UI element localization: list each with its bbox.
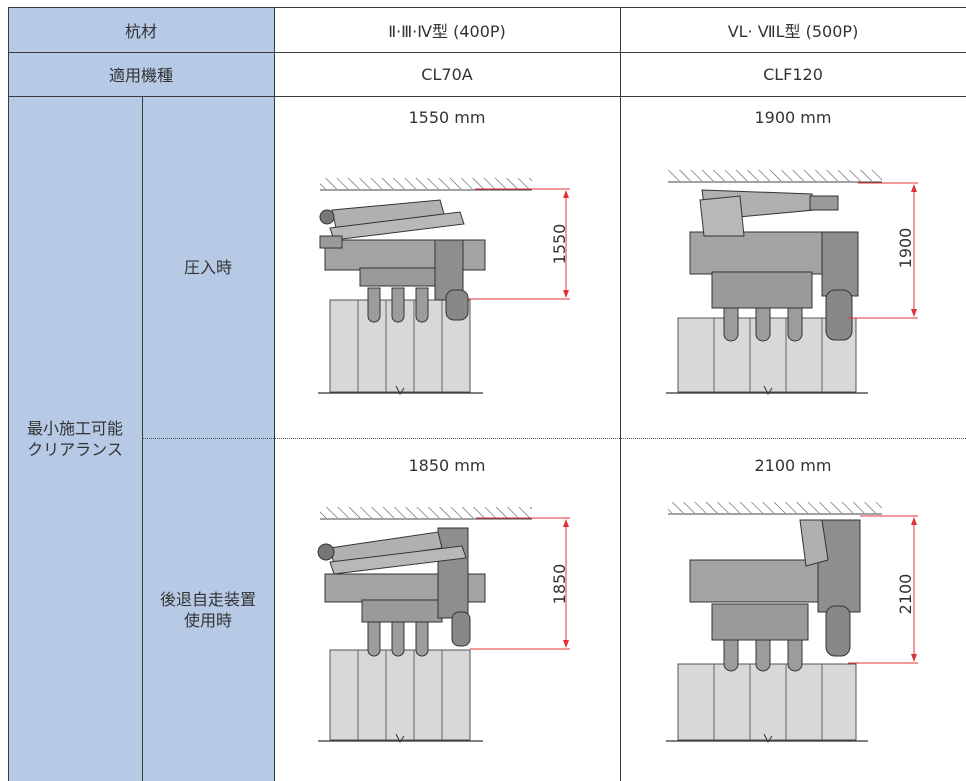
clamp-arm bbox=[799, 519, 829, 567]
model-clf120-text: CLF120 bbox=[763, 64, 823, 84]
clearance-table: 杭材 Ⅱ·Ⅲ·Ⅳ型 (400P) VL· ⅦL型 (500P) 適用機種 CL7… bbox=[8, 7, 966, 781]
machine-body bbox=[689, 231, 841, 275]
grid-left bbox=[8, 7, 9, 781]
clearance-label: 最小施工可能 クリアランス bbox=[8, 96, 142, 781]
models-label: 適用機種 bbox=[8, 52, 274, 96]
ceiling-hatch bbox=[668, 170, 882, 181]
caption-2100-text: 2100 mm bbox=[754, 455, 832, 475]
header-pile-material-text: 杭材 bbox=[124, 21, 157, 41]
caption-1550: 1550 mm bbox=[274, 105, 620, 129]
model-clf120: CLF120 bbox=[620, 52, 966, 96]
clearance-label-text: 最小施工可能 クリアランス bbox=[26, 418, 123, 459]
header-400p-text: Ⅱ·Ⅲ·Ⅳ型 (400P) bbox=[388, 21, 506, 41]
dim-label-1900: 1900 bbox=[896, 227, 915, 269]
caption-1850: 1850 mm bbox=[274, 453, 620, 477]
ceiling-hatch bbox=[320, 507, 532, 518]
sheet-piles bbox=[677, 663, 857, 741]
press-in-label: 圧入時 bbox=[142, 96, 274, 438]
model-cl70a-text: CL70A bbox=[421, 64, 473, 84]
caption-1850-text: 1850 mm bbox=[408, 455, 486, 475]
machine-body bbox=[689, 559, 821, 603]
header-pile-material: 杭材 bbox=[8, 7, 274, 52]
ceiling-hatch bbox=[668, 502, 882, 513]
grid-col2-left bbox=[274, 7, 275, 781]
drawing-clf120-self-walking bbox=[666, 502, 918, 743]
sheet-piles bbox=[329, 649, 471, 741]
grid-top bbox=[8, 7, 966, 8]
models-label-text: 適用機種 bbox=[108, 66, 173, 85]
self-walking-label: 後退自走装置 使用時 bbox=[142, 438, 274, 781]
caption-1900-text: 1900 mm bbox=[754, 107, 832, 127]
header-500p: VL· ⅦL型 (500P) bbox=[620, 7, 966, 52]
drawing-cl70a-self-walking bbox=[317, 507, 570, 743]
dim-label-1550: 1550 bbox=[550, 223, 569, 265]
grid-row-divider-dotted bbox=[142, 438, 966, 439]
press-in-label-text: 圧入時 bbox=[183, 257, 232, 277]
caption-1550-text: 1550 mm bbox=[408, 107, 486, 127]
drawing-cl70a-press-in bbox=[318, 178, 570, 395]
dim-label-1850: 1850 bbox=[550, 563, 569, 605]
grid-col3-left bbox=[620, 7, 621, 781]
self-walking-label-text: 後退自走装置 使用時 bbox=[159, 589, 256, 630]
header-400p: Ⅱ·Ⅲ·Ⅳ型 (400P) bbox=[274, 7, 620, 52]
model-cl70a: CL70A bbox=[274, 52, 620, 96]
grid-header-bottom bbox=[8, 52, 966, 53]
ceiling-hatch bbox=[320, 178, 532, 189]
caption-2100: 2100 mm bbox=[620, 453, 966, 477]
grid-models-bottom bbox=[8, 96, 966, 97]
dim-label-2100: 2100 bbox=[896, 573, 915, 615]
header-500p-text: VL· ⅦL型 (500P) bbox=[727, 21, 859, 41]
drawing-clf120-press-in bbox=[666, 170, 918, 395]
caption-1900: 1900 mm bbox=[620, 105, 966, 129]
